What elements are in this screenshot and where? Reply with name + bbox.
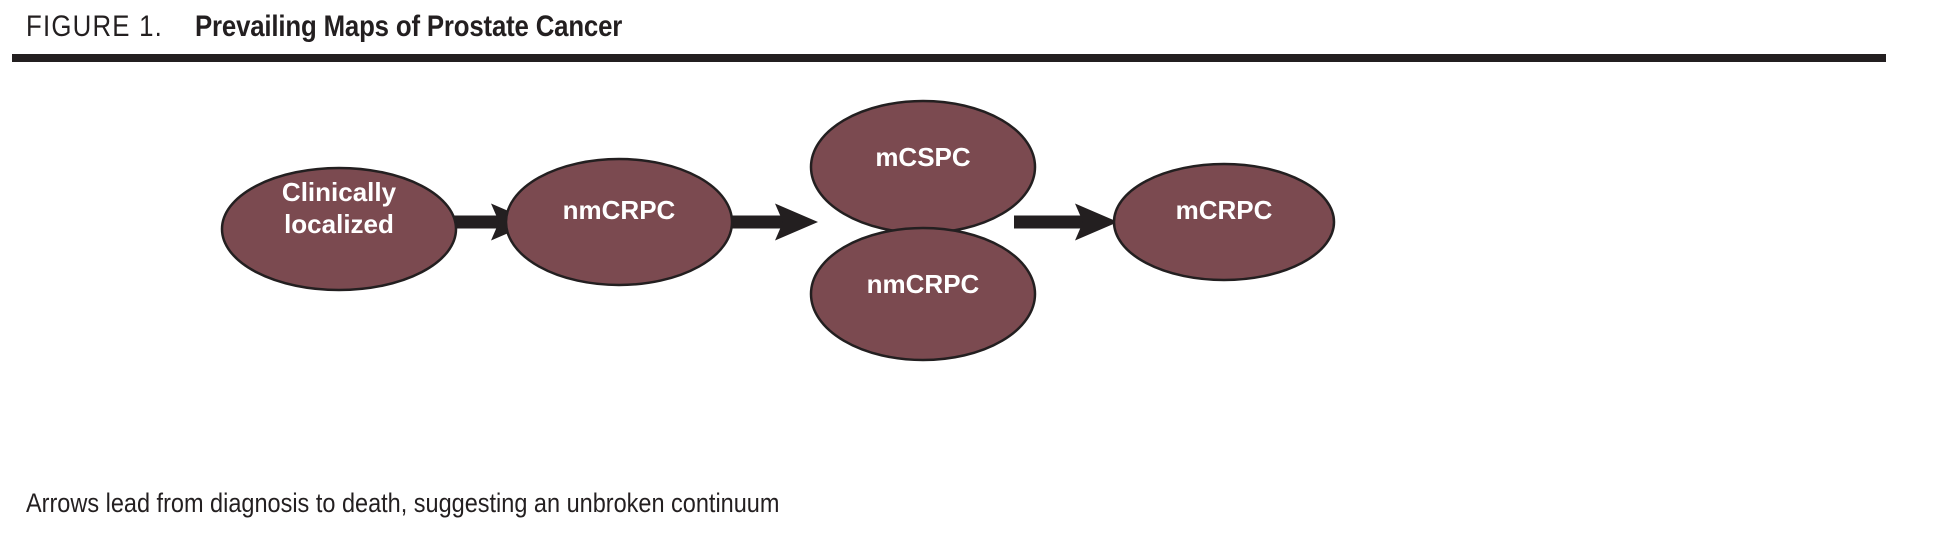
node-mcspc[interactable]: mCSPC bbox=[809, 99, 1037, 235]
flow-diagram: mCSPC nmCRPC Clinically localized nmCRPC bbox=[0, 64, 1952, 464]
node-nmcrpc-early-label: nmCRPC bbox=[563, 195, 676, 225]
header-divider bbox=[12, 54, 1886, 62]
node-clinically-localized-label-line1: Clinically bbox=[282, 177, 397, 207]
node-nmcrpc-late-label: nmCRPC bbox=[867, 269, 980, 299]
page-title: Prevailing Maps of Prostate Cancer bbox=[195, 10, 623, 43]
figure-caption: Arrows lead from diagnosis to death, sug… bbox=[26, 488, 780, 518]
node-clinically-localized[interactable]: Clinically localized bbox=[220, 166, 458, 292]
node-mcspc-label: mCSPC bbox=[875, 142, 971, 172]
figure-header: FIGURE 1. Prevailing Maps of Prostate Can… bbox=[0, 0, 1952, 64]
figure-number-label: FIGURE 1. bbox=[26, 10, 163, 43]
node-nmcrpc-late[interactable]: nmCRPC bbox=[809, 226, 1037, 362]
diagram-canvas: mCSPC nmCRPC Clinically localized nmCRPC bbox=[220, 99, 1336, 362]
node-nmcrpc-early[interactable]: nmCRPC bbox=[504, 157, 734, 287]
arrow-3 bbox=[1014, 203, 1118, 241]
node-mcrpc[interactable]: mCRPC bbox=[1112, 162, 1336, 282]
figure-title-line: FIGURE 1. Prevailing Maps of Prostate Can… bbox=[26, 12, 692, 42]
node-clinically-localized-label-line2: localized bbox=[284, 209, 394, 239]
node-mcrpc-label: mCRPC bbox=[1176, 195, 1273, 225]
